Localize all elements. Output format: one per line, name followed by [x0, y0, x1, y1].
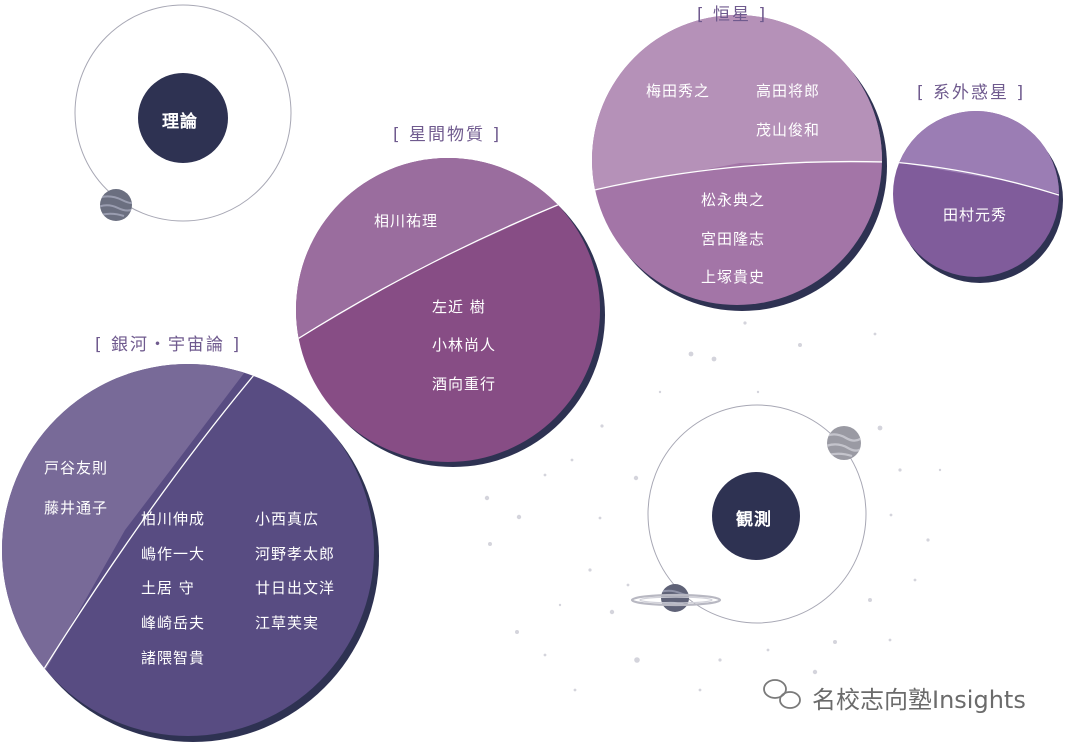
member-name: 小林尚人 — [432, 336, 497, 354]
member-name: 江草芙実 — [255, 614, 320, 632]
member-name: 松永典之 — [701, 191, 766, 209]
member-name: 嶋作一大 — [141, 545, 206, 563]
interstellar-heading: [ 星間物質 ] — [393, 125, 502, 145]
galaxy-cosmology-circle — [2, 364, 379, 742]
observation-label: 観測 — [736, 510, 772, 530]
member-name: 上塚貴史 — [701, 268, 766, 286]
member-name: 柏川伸成 — [141, 510, 206, 528]
member-name: 河野孝太郎 — [255, 545, 336, 563]
member-name: 梅田秀之 — [646, 82, 711, 100]
member-name: 高田将郎 — [756, 82, 821, 100]
member-name: 諸隈智貴 — [141, 649, 206, 667]
member-name: 田村元秀 — [943, 206, 1008, 224]
exoplanet-heading: [ 系外惑星 ] — [917, 83, 1026, 103]
member-name: 相川祐理 — [374, 212, 439, 230]
member-name: 小西真広 — [255, 510, 320, 528]
member-name: 藤井通子 — [44, 499, 109, 517]
member-name: 宮田隆志 — [701, 230, 766, 248]
ringed-planet-icon — [630, 584, 722, 612]
theory-label: 理論 — [162, 112, 198, 132]
stellar-heading: [ 恒星 ] — [697, 5, 768, 25]
planet-icon — [827, 426, 861, 460]
observation-core — [712, 472, 800, 560]
member-name: 峰崎岳夫 — [141, 614, 206, 632]
wechat-logo-icon — [763, 679, 801, 709]
member-name: 土居 守 — [141, 579, 195, 597]
theory-orbit-ring — [74, 4, 292, 222]
observation-orbit-ring — [647, 404, 867, 624]
planet-icon — [100, 189, 132, 221]
theory-core — [138, 73, 228, 163]
exoplanet-circle — [893, 111, 1063, 283]
galaxy-heading: [ 銀河・宇宙論 ] — [95, 335, 242, 355]
member-name: 茂山俊和 — [756, 121, 821, 139]
member-name: 廿日出文洋 — [255, 579, 336, 597]
watermark-text: 名校志向塾Insights — [812, 686, 1026, 714]
interstellar-matter-circle — [296, 158, 605, 467]
star-dots — [484, 321, 942, 692]
stellar-circle — [592, 15, 887, 311]
member-name: 酒向重行 — [432, 375, 497, 393]
member-name: 左近 樹 — [432, 298, 486, 316]
member-name: 戸谷友則 — [44, 459, 109, 477]
